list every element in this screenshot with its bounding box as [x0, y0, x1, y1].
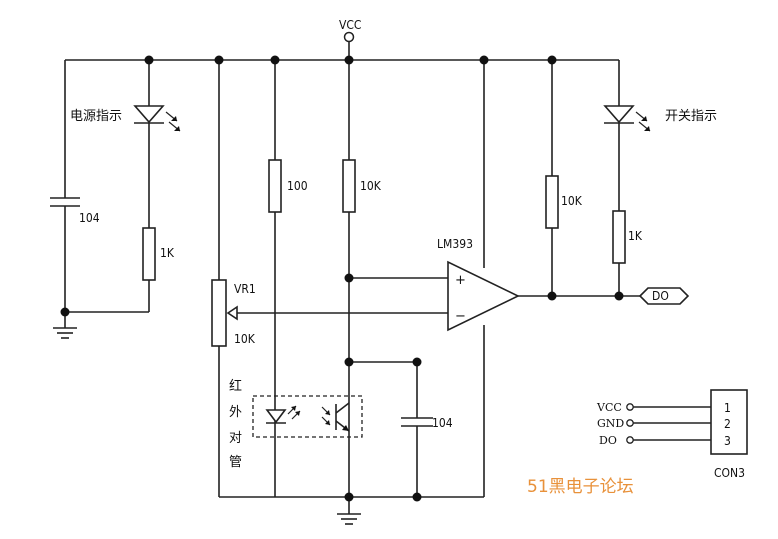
output-do: DO — [619, 287, 690, 305]
power-led-label: 电源指示 — [70, 109, 122, 124]
ir-pair-char-4: 管 — [229, 455, 242, 470]
switch-led-label: 开关指示 — [665, 109, 717, 124]
res-power-led-label: 1K — [160, 246, 175, 260]
res-10k-right-label: 10K — [561, 194, 583, 208]
connector-con3: VCC GND DO 1 2 3 CON3 — [596, 389, 748, 480]
ir-pair-char-3: 对 — [229, 431, 242, 446]
resistor-100-branch: 100 — [268, 60, 308, 497]
connector-name-label: CON3 — [714, 466, 745, 480]
con-pin-2: 2 — [724, 417, 731, 431]
output-net-label: DO — [652, 289, 669, 303]
resistor-10k-mid-branch: 10K — [342, 60, 448, 497]
res-10k-mid-label: 10K — [360, 179, 382, 193]
con-net-do: DO — [599, 434, 617, 447]
con-net-vcc: VCC — [596, 401, 622, 414]
opamp-minus-label: − — [455, 309, 466, 324]
opamp-plus-label: + — [455, 273, 466, 288]
left-capacitor-branch: 104 — [50, 60, 100, 312]
vcc-supply: VCC — [339, 18, 361, 60]
resistor-10k-right-branch: 10K — [545, 60, 583, 296]
con-net-gnd: GND — [597, 417, 624, 430]
con-pin-3: 3 — [724, 434, 731, 448]
comparator-lm393: LM393 + − — [437, 60, 619, 497]
opamp-name-label: LM393 — [437, 237, 473, 251]
bottom-capacitor-branch: 104 — [401, 362, 453, 497]
vcc-label: VCC — [339, 18, 361, 32]
ir-pair-char-1: 红 — [229, 378, 242, 394]
cap-left-label: 104 — [79, 211, 100, 225]
res-100-label: 100 — [287, 179, 308, 193]
ir-pair-char-2: 外 — [229, 405, 242, 420]
potentiometer-vr1: VR1 10K — [211, 60, 448, 497]
power-led-branch: 1K 电源指示 — [70, 60, 181, 312]
switch-led-branch: 1K 开关指示 — [603, 60, 717, 296]
cap-bottom-label: 104 — [432, 416, 453, 430]
pot-value-label: 10K — [234, 332, 256, 346]
brand-watermark: 51黑电子论坛 — [527, 477, 634, 497]
res-switch-led-label: 1K — [628, 229, 643, 243]
junction-dots — [60, 55, 624, 502]
pot-name-label: VR1 — [234, 282, 256, 296]
con-pin-1: 1 — [724, 401, 731, 415]
ir-pair-module — [252, 395, 363, 438]
